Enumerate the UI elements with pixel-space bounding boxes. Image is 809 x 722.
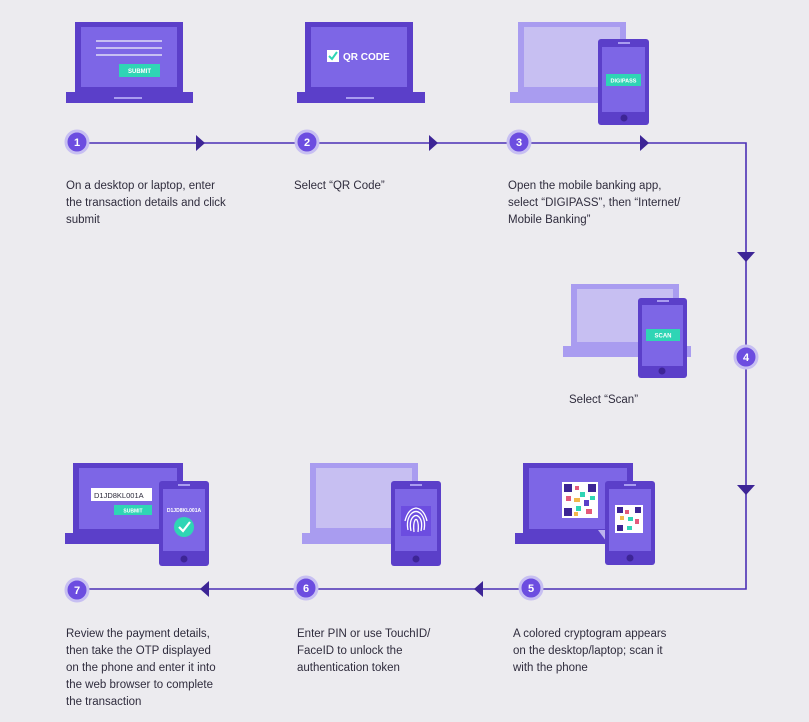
- arrow-left-icon: [200, 581, 483, 597]
- step-number-5: 5: [518, 575, 544, 601]
- step-7-description: Review the payment details, then take th…: [66, 628, 216, 708]
- arrow-down-icon: [737, 252, 755, 495]
- step-2-laptop-illustration: QR CODE: [297, 22, 425, 103]
- otp-input-illustration: [91, 488, 152, 501]
- svg-text:2: 2: [304, 137, 310, 149]
- flow-connector: [88, 142, 747, 590]
- submit-button-illustration: [119, 64, 160, 77]
- svg-text:DIGIPASS: DIGIPASS: [611, 79, 637, 85]
- submit-button-illustration-7: [114, 505, 152, 515]
- svg-text:D1JD8KL001A: D1JD8KL001A: [94, 491, 144, 500]
- step-4-laptop-phone-illustration: SCAN: [563, 284, 691, 378]
- step-1-description: On a desktop or laptop, enter the transa…: [66, 180, 226, 226]
- step-1-laptop-illustration: SUBMIT: [66, 22, 193, 103]
- svg-text:SUBMIT: SUBMIT: [123, 509, 142, 515]
- svg-text:4: 4: [743, 352, 750, 364]
- svg-text:SCAN: SCAN: [654, 334, 671, 340]
- form-lines: [96, 40, 162, 56]
- step-5-laptop-phone-illustration: [515, 463, 655, 565]
- svg-text:D1JD8KL001A: D1JD8KL001A: [167, 508, 202, 514]
- checkmark-circle-icon: [174, 517, 194, 537]
- svg-text:QR CODE: QR CODE: [343, 52, 390, 63]
- step-number-7: 7: [64, 577, 90, 603]
- svg-text:7: 7: [74, 585, 80, 597]
- step-4-description: Select “Scan”: [569, 394, 639, 406]
- step-number-6: 6: [293, 575, 319, 601]
- step-number-2: 2: [294, 129, 320, 155]
- step-3-laptop-phone-illustration: DIGIPASS: [510, 22, 649, 125]
- qr-cryptogram-phone-icon: [615, 505, 643, 533]
- step-6-laptop-phone-illustration: [302, 463, 441, 566]
- svg-text:6: 6: [303, 583, 309, 595]
- step-2-description: Select “QR Code”: [294, 180, 385, 192]
- qr-cryptogram-icon: [562, 482, 598, 518]
- step-7-laptop-phone-illustration: D1JD8KL001A SUBMIT D1JD8KL001A: [65, 463, 209, 566]
- step-number-4: 4: [733, 344, 759, 370]
- step-6-description: Enter PIN or use TouchID/ FaceID to unlo…: [297, 628, 431, 674]
- svg-text:1: 1: [74, 137, 80, 149]
- fingerprint-icon: [401, 506, 431, 536]
- svg-text:3: 3: [516, 137, 522, 149]
- step-number-1: 1: [64, 129, 90, 155]
- step-number-3: 3: [506, 129, 532, 155]
- step-3-description: Open the mobile banking app, select “DIG…: [508, 180, 681, 226]
- svg-text:5: 5: [528, 583, 534, 595]
- step-5-description: A colored cryptogram appears on the desk…: [513, 628, 667, 674]
- arrow-right-icon: [196, 135, 649, 151]
- svg-text:SUBMIT: SUBMIT: [128, 69, 151, 75]
